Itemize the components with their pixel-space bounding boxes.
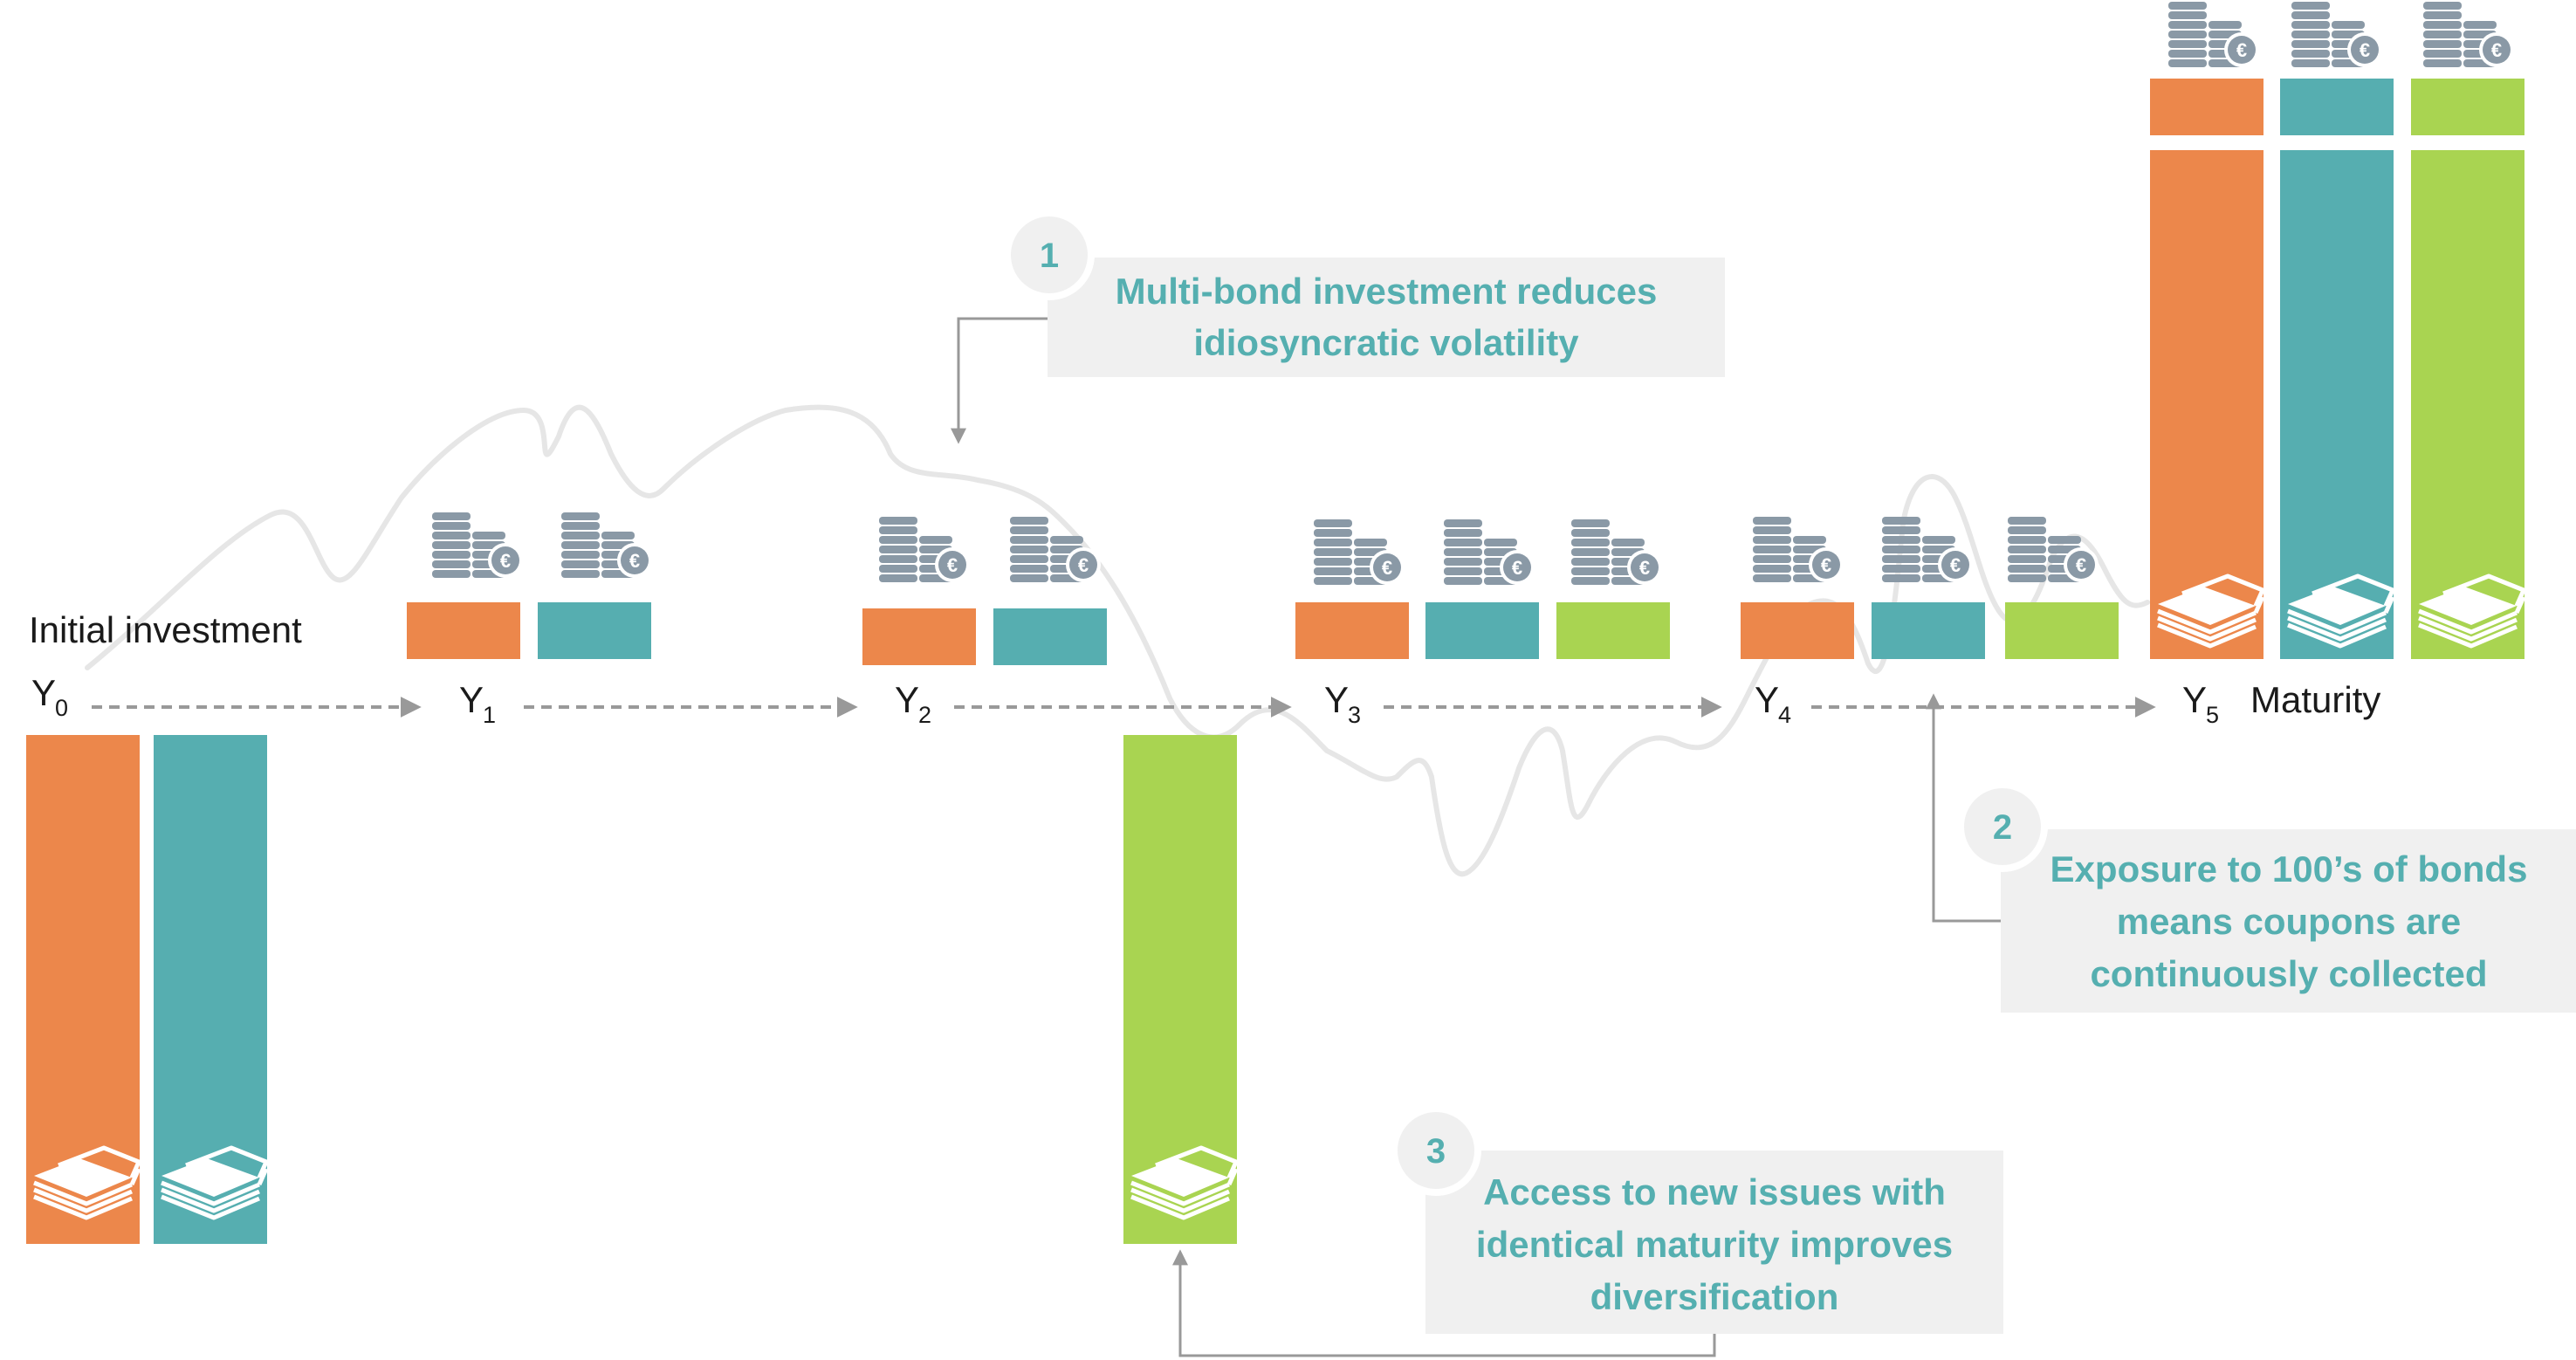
callout-1-number: 1 <box>1040 237 1059 275</box>
coin-stack-euro-icon <box>1753 517 1844 582</box>
svg-text:Y: Y <box>31 672 56 713</box>
callout-3-line-2: identical maturity improves <box>1476 1224 1953 1265</box>
callout-3: 3 Access to new issues with identical ma… <box>1172 1105 2003 1357</box>
coupon-bar-orange-y1 <box>407 602 520 659</box>
callout-3-line-3: diversification <box>1590 1276 1839 1317</box>
svg-text:1: 1 <box>483 702 496 728</box>
svg-text:Y: Y <box>2182 679 2207 720</box>
coupon-bar-teal-y2 <box>993 608 1107 665</box>
callout-2-line-2: means coupons are <box>2117 901 2461 942</box>
callout-3-number: 3 <box>1426 1132 1446 1171</box>
coin-stack-euro-icon <box>1314 519 1405 585</box>
maturity-label: Maturity <box>2250 679 2380 720</box>
coin-stack-euro-icon <box>2423 2 2514 67</box>
coin-stack-euro-icon <box>1444 519 1535 585</box>
year-label-y3: Y 3 <box>1324 679 1361 728</box>
coin-stack-euro-icon <box>1571 519 1662 585</box>
coupon-bar-orange-y2 <box>862 608 976 665</box>
coin-stack-euro-icon <box>2168 2 2259 67</box>
maturity-bar-orange <box>2150 150 2263 659</box>
svg-text:5: 5 <box>2206 702 2219 728</box>
svg-text:3: 3 <box>1348 702 1361 728</box>
year-label-y0: Y 0 <box>31 672 68 721</box>
coupon-bar-teal-y3 <box>1425 602 1539 659</box>
callout-2-line-3: continuously collected <box>2090 953 2487 994</box>
maturity-bar-green <box>2411 150 2524 659</box>
callout-2-number: 2 <box>1993 808 2012 847</box>
callout-2-line-1: Exposure to 100’s of bonds <box>2050 848 2528 889</box>
initial-bar-orange <box>26 735 140 1244</box>
year-label-y1: Y 1 <box>459 679 496 728</box>
initial-investment-label: Initial investment <box>29 609 302 650</box>
coupon-bar-green-y3 <box>1556 602 1670 659</box>
coin-stack-euro-icon <box>2291 2 2382 67</box>
callout-2: 2 Exposure to 100’s of bonds means coupo… <box>1926 693 2576 1013</box>
new-issue-bar-green <box>1123 735 1237 1244</box>
coupon-bar-green-y4 <box>2005 602 2119 659</box>
year-label-y5: Y 5 <box>2182 679 2219 728</box>
year-label-y2: Y 2 <box>895 679 931 728</box>
coin-stack-euro-icon <box>1882 517 1973 582</box>
svg-text:Y: Y <box>895 679 919 720</box>
svg-text:4: 4 <box>1778 702 1791 728</box>
coupon-bar-orange-y4 <box>1741 602 1854 659</box>
coin-stack-euro-icon <box>2008 517 2099 582</box>
initial-bar-teal <box>154 735 267 1244</box>
maturity-coupon-green <box>2411 79 2524 135</box>
year-label-y4: Y 4 <box>1755 679 1791 728</box>
coin-stack-euro-icon <box>1010 517 1101 582</box>
coin-stack-euro-icon <box>879 517 970 582</box>
coin-stack-euro-icon <box>561 512 652 578</box>
svg-text:Y: Y <box>459 679 484 720</box>
callout-1-line-2: idiosyncratic volatility <box>1193 322 1579 363</box>
callout-3-line-1: Access to new issues with <box>1483 1171 1946 1212</box>
maturity-coupon-orange <box>2150 79 2263 135</box>
coupon-bar-teal-y1 <box>538 602 651 659</box>
callout-1: 1 Multi-bond investment reduces idiosync… <box>951 209 1725 444</box>
svg-text:Y: Y <box>1755 679 1779 720</box>
coupon-bar-orange-y3 <box>1295 602 1409 659</box>
svg-text:2: 2 <box>918 702 931 728</box>
coin-stack-euro-icon <box>432 512 523 578</box>
coupon-bar-teal-y4 <box>1872 602 1985 659</box>
callout-1-line-1: Multi-bond investment reduces <box>1116 271 1658 312</box>
svg-text:Y: Y <box>1324 679 1349 720</box>
maturity-coupon-teal <box>2280 79 2394 135</box>
svg-text:0: 0 <box>55 695 68 721</box>
volatility-curve <box>85 404 2150 877</box>
maturity-bar-teal <box>2280 150 2394 659</box>
